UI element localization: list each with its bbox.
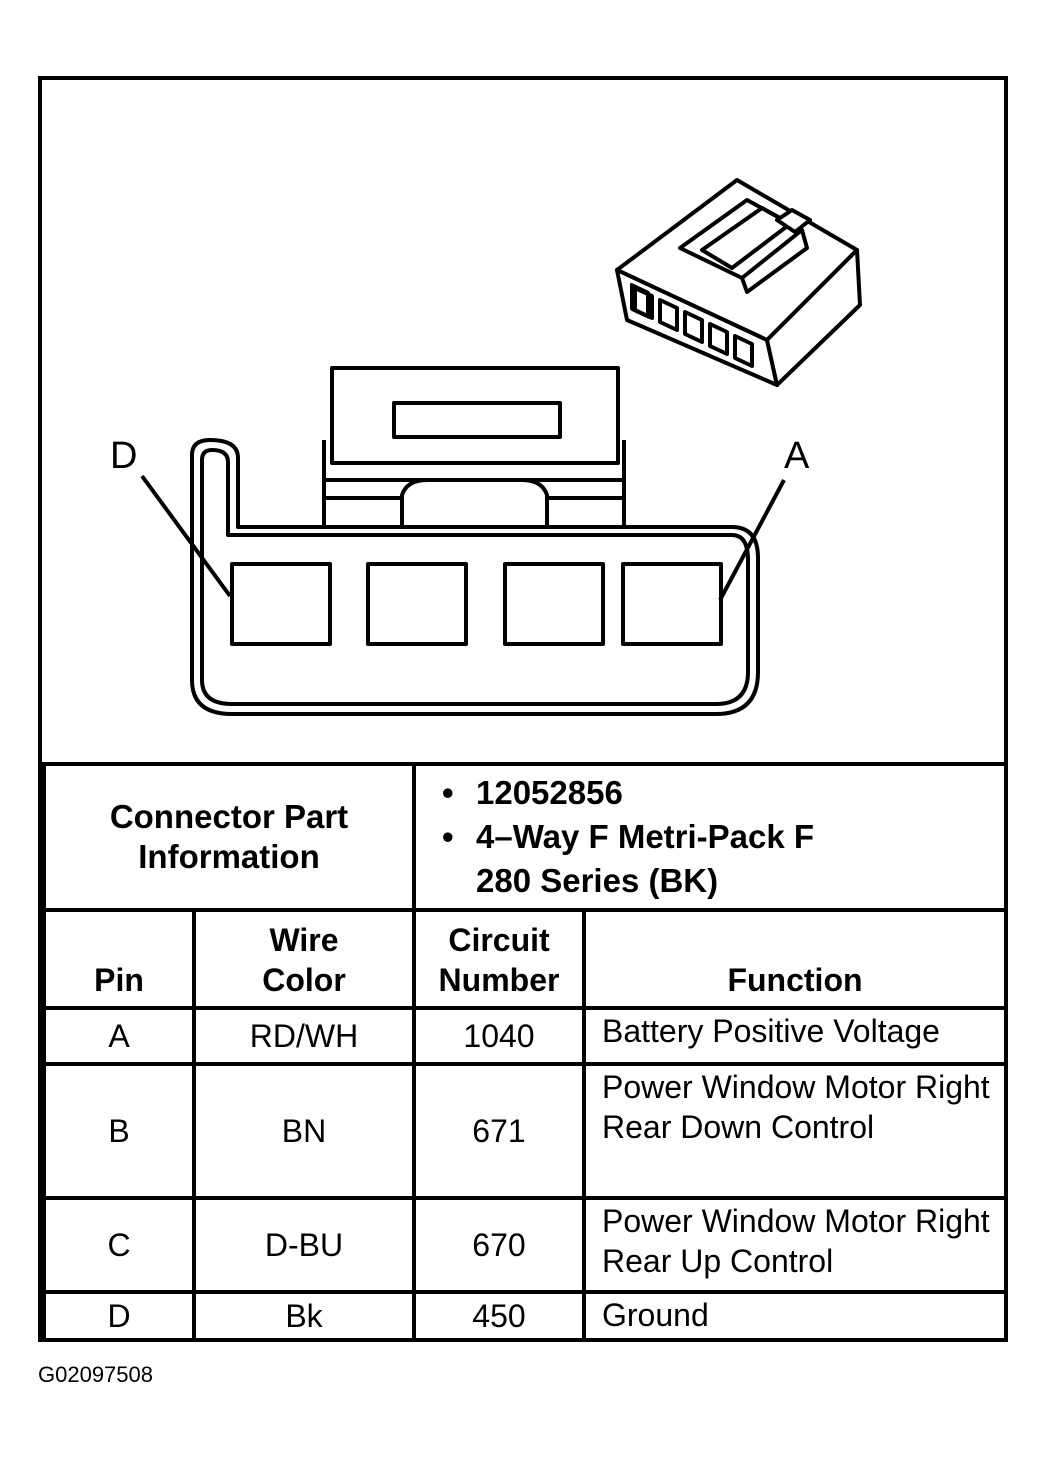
- circuit-cell: 671: [412, 1062, 586, 1200]
- function-cell: Power Window Motor Right Rear Down Contr…: [582, 1062, 1008, 1200]
- pin-cell: C: [42, 1196, 196, 1294]
- table-row: C D-BU 670 Power Window Motor Right Rear…: [42, 1196, 1008, 1294]
- connector-isometric-icon: [615, 178, 862, 387]
- part-number: • 12052856: [442, 774, 623, 811]
- diagram-frame: D A Connector Part Information • 1205285…: [38, 76, 1008, 1342]
- header-wire-color: Wire Color: [192, 908, 416, 1010]
- leader-line-a: [718, 479, 786, 601]
- connector-description: • 4–Way F Metri-Pack F 280 Series (BK): [442, 818, 815, 899]
- wire-color-cell: BN: [192, 1062, 416, 1200]
- table-row: B BN 671 Power Window Motor Right Rear D…: [42, 1062, 1008, 1200]
- connector-diagram: D A: [110, 178, 862, 716]
- figure-code: G02097508: [38, 1362, 153, 1387]
- leader-line-d: [140, 474, 232, 598]
- circuit-cell: 1040: [412, 1006, 586, 1066]
- connector-part-info: Connector Part Information • 12052856 • …: [42, 762, 1008, 912]
- function-cell: Ground: [582, 1290, 1008, 1342]
- pin-cavity-b: [503, 562, 605, 646]
- pin-cell: A: [42, 1006, 196, 1066]
- function-cell: Power Window Motor Right Rear Up Control: [582, 1196, 1008, 1294]
- wire-color-cell: D-BU: [192, 1196, 416, 1294]
- pin-cell: B: [42, 1062, 196, 1200]
- connector-face-view: [140, 366, 786, 716]
- pin-cavity-a: [621, 562, 723, 646]
- wire-color-cell: RD/WH: [192, 1006, 416, 1066]
- circuit-cell: 670: [412, 1196, 586, 1294]
- header-circuit-number: Circuit Number: [412, 908, 586, 1010]
- header-pin: Pin: [42, 908, 196, 1010]
- connector-part-info-label: Connector Part Information: [42, 762, 416, 912]
- pin-cell: D: [42, 1290, 196, 1342]
- circuit-cell: 450: [412, 1290, 586, 1342]
- pin-label-d: D: [110, 435, 137, 477]
- function-cell: Battery Positive Voltage: [582, 1006, 1008, 1066]
- header-function: Function: [582, 908, 1008, 1010]
- table-row: A RD/WH 1040 Battery Positive Voltage: [42, 1006, 1008, 1066]
- pin-label-a: A: [784, 435, 810, 477]
- wire-color-cell: Bk: [192, 1290, 416, 1342]
- pin-table: Pin Wire Color Circuit Number Function A…: [42, 908, 1008, 1342]
- pin-cavity-d: [230, 562, 332, 646]
- pin-table-header: Pin Wire Color Circuit Number Function: [42, 908, 1008, 1010]
- pin-cavity-c: [366, 562, 468, 646]
- table-row: D Bk 450 Ground: [42, 1290, 1008, 1342]
- connector-part-info-values: • 12052856 • 4–Way F Metri-Pack F 280 Se…: [412, 762, 1008, 912]
